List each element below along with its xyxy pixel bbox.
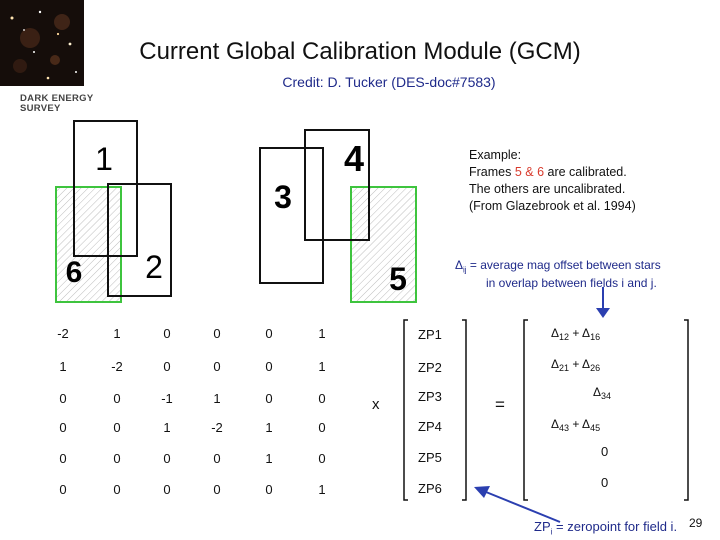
zp-right-bracket bbox=[462, 320, 466, 500]
page-number: 29 bbox=[689, 516, 702, 530]
rhs-right-bracket bbox=[684, 320, 688, 500]
zp-definition: ZPi = zeropoint for field i. bbox=[534, 519, 677, 537]
rhs-left-bracket bbox=[524, 320, 528, 500]
zp-left-bracket bbox=[404, 320, 408, 500]
zp-def-text: = zeropoint for field i. bbox=[552, 519, 677, 534]
zp-def-pre: ZP bbox=[534, 519, 551, 534]
zp-arrow-line bbox=[486, 492, 560, 522]
